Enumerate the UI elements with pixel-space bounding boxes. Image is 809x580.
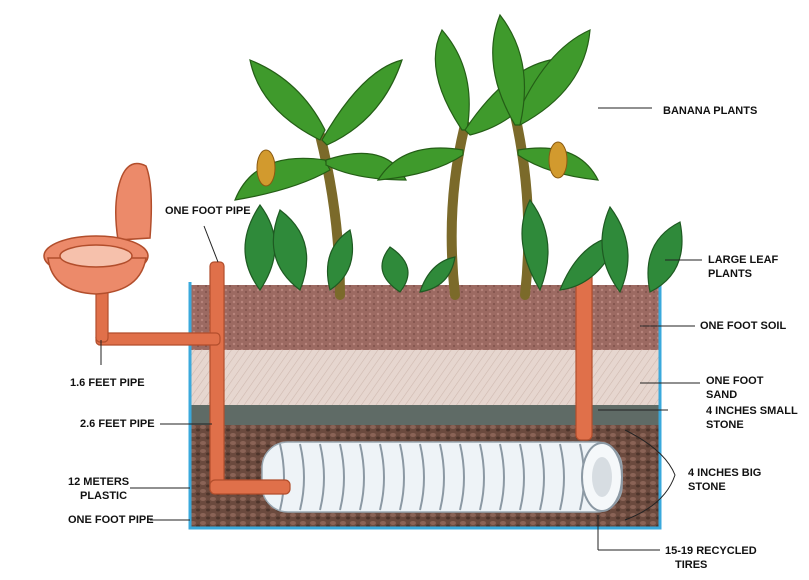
label-big-stone-line1: 4 INCHES BIG	[688, 467, 762, 479]
label-one-foot-sand-line2: SAND	[706, 389, 738, 401]
label-tires-line2: TIRES	[675, 559, 708, 571]
label-one-foot-sand-line1: ONE FOOT	[706, 375, 764, 387]
label-one-foot-pipe-bottom: ONE FOOT PIPE	[68, 514, 154, 526]
toilet	[43, 162, 153, 295]
recycled-tires	[261, 441, 623, 513]
label-banana-plants: BANANA PLANTS	[663, 105, 758, 117]
label-one-foot-pipe-top: ONE FOOT PIPE	[165, 205, 251, 217]
label-plastic-line2: PLASTIC	[80, 490, 128, 502]
label-tires-line1: 15-19 RECYCLED	[665, 545, 757, 557]
label-large-leaf-line2: PLANTS	[708, 268, 752, 280]
pointer-lines	[100, 107, 702, 551]
label-large-leaf-line1: LARGE LEAF	[708, 254, 779, 266]
label-1-6-feet-pipe: 1.6 FEET PIPE	[70, 377, 145, 389]
small-stone-layer	[190, 405, 660, 425]
label-small-stone-line1: 4 INCHES SMALL	[706, 405, 798, 417]
pipes	[95, 261, 593, 495]
label-one-foot-soil: ONE FOOT SOIL	[700, 320, 787, 332]
large-leaf-plants	[244, 198, 683, 294]
label-small-stone-line2: STONE	[706, 419, 744, 431]
banana-plants	[234, 13, 600, 300]
label-plastic-line1: 12 METERS	[68, 476, 130, 488]
plastic-liner	[188, 282, 662, 530]
label-2-6-feet-pipe: 2.6 FEET PIPE	[80, 418, 155, 430]
label-big-stone-line2: STONE	[688, 481, 726, 493]
